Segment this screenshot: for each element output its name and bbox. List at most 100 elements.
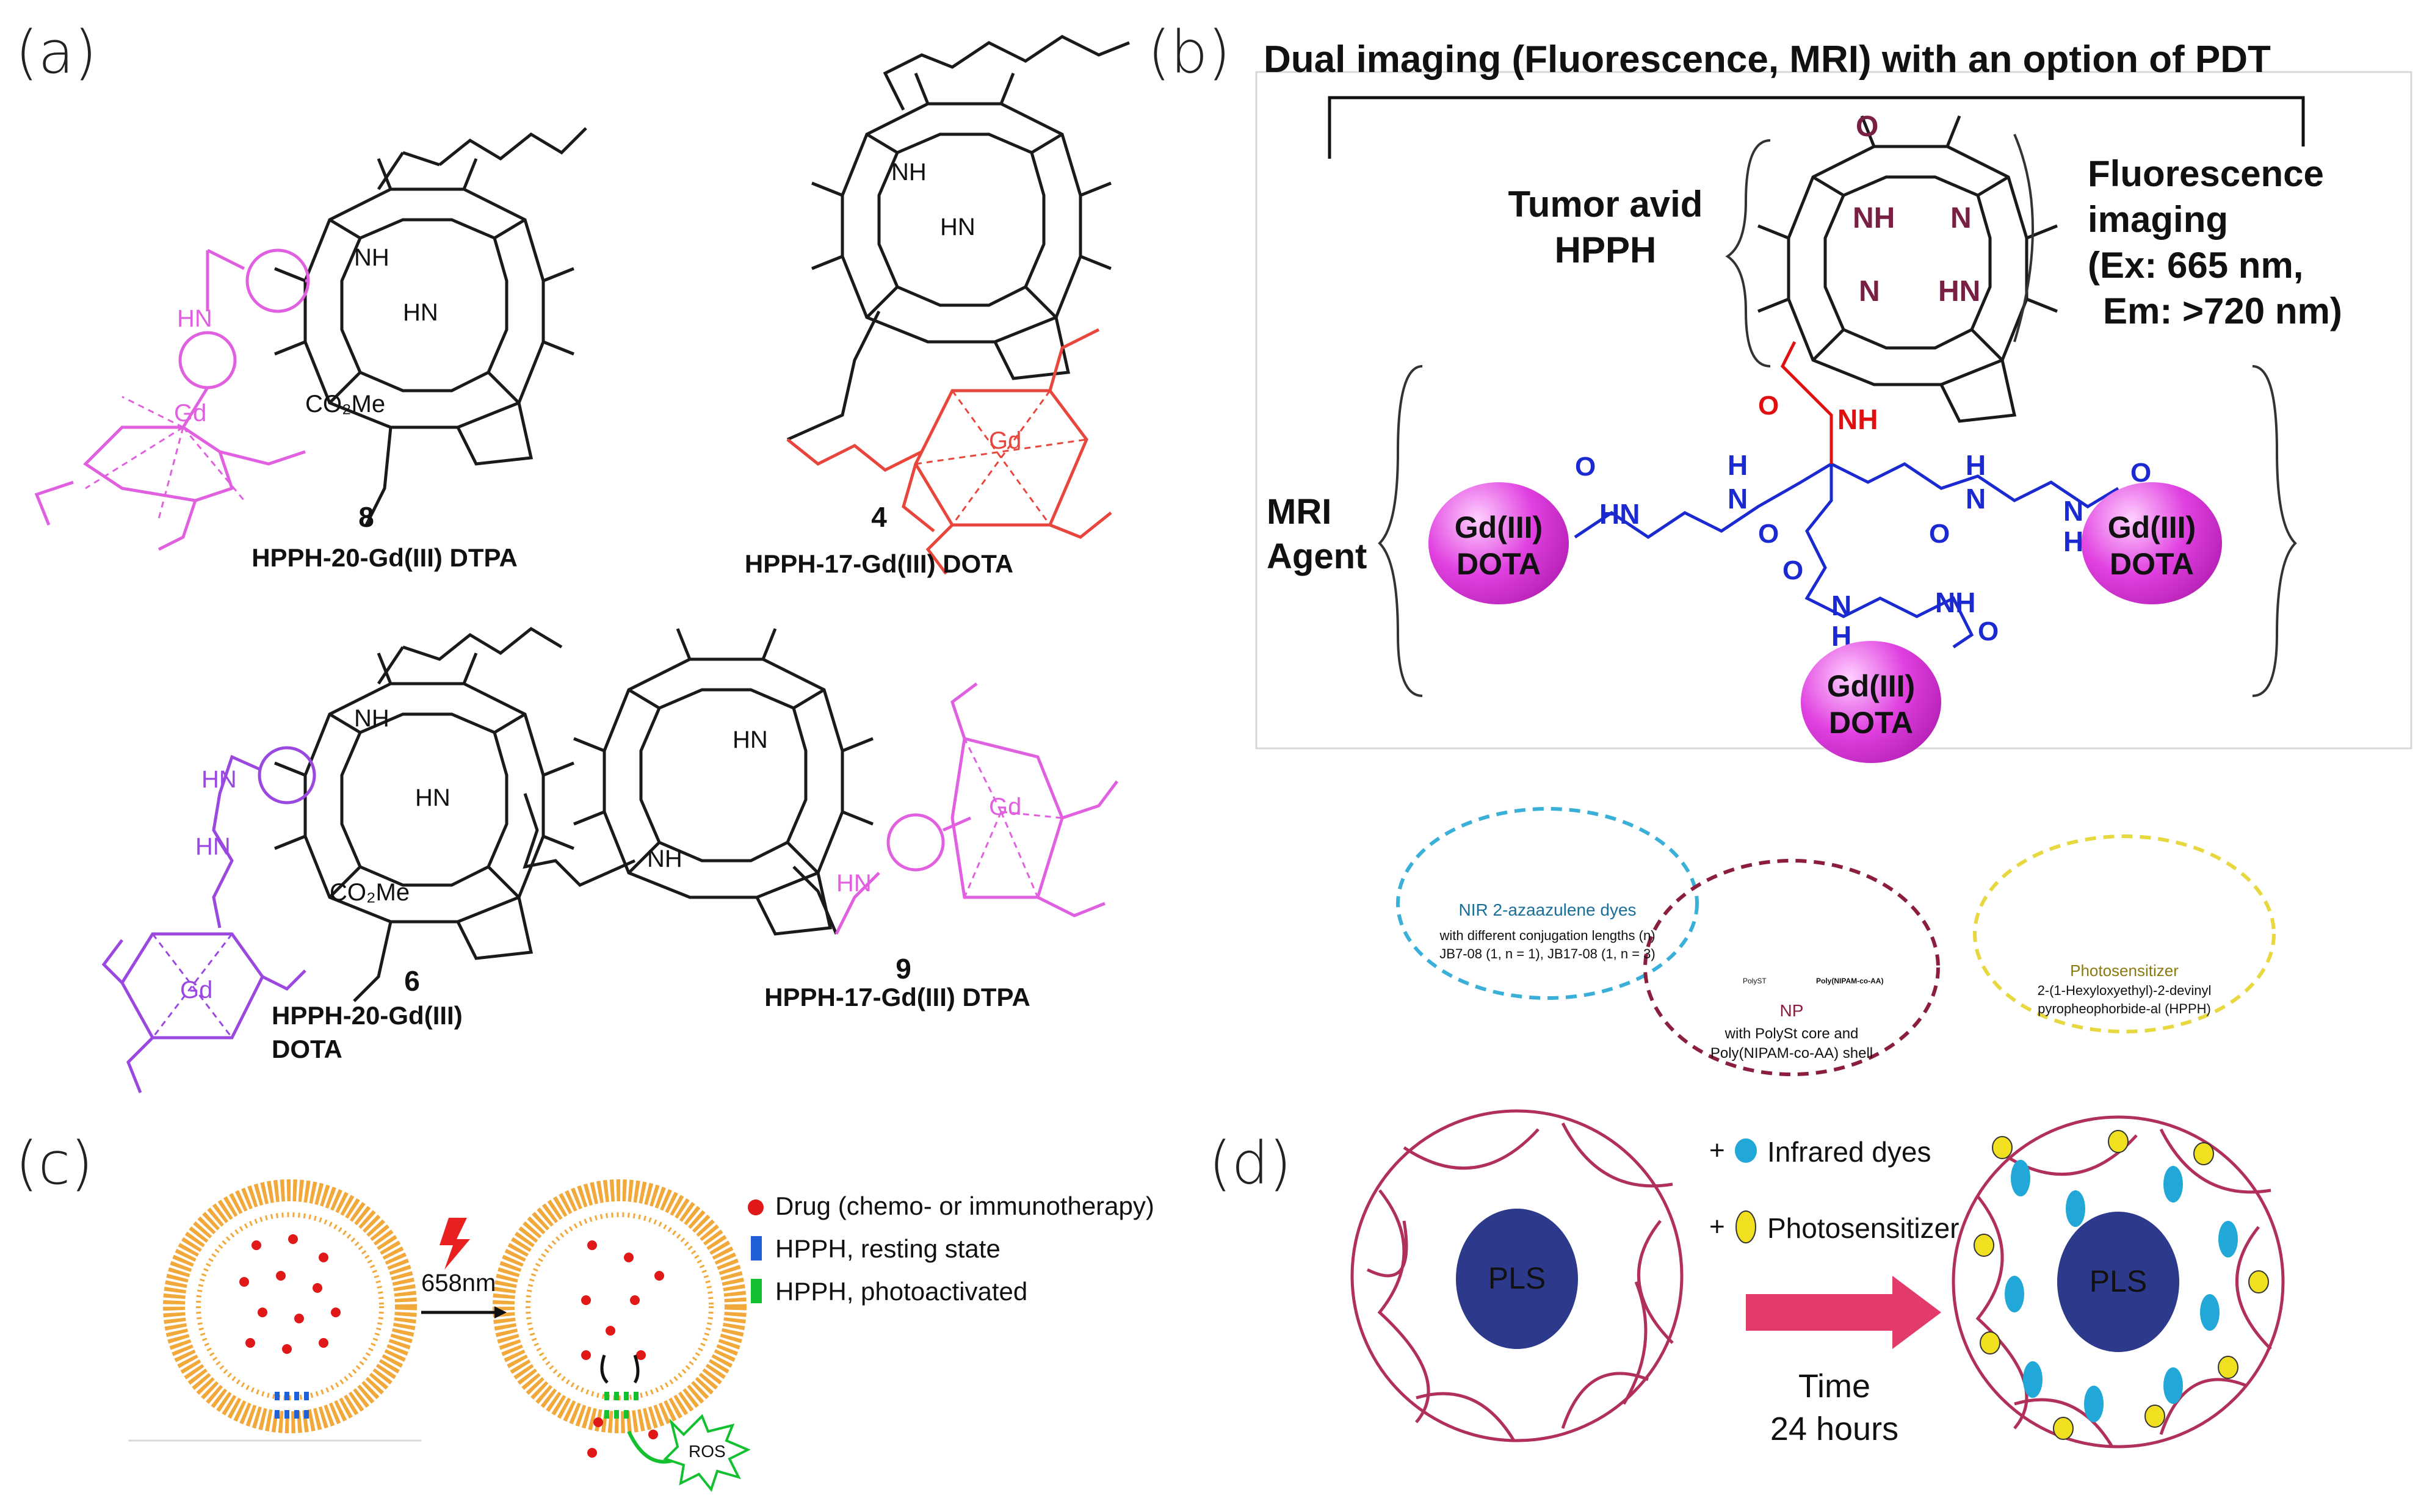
lightning-icon: [440, 1218, 470, 1270]
panel-a-letter: (a): [15, 18, 97, 87]
legend-activated-mark: [751, 1279, 762, 1303]
np-line-2: Poly(NIPAM-co-AA) shell: [1710, 1045, 1873, 1062]
compound-6-hn-2: HN: [195, 833, 231, 860]
light-arrow-head: [494, 1306, 507, 1318]
compound-4-structure: [786, 35, 1130, 575]
hpph-activated-marks: [604, 1392, 639, 1419]
compound-6-ester: CO₂Me: [330, 879, 410, 906]
linker-o-3: O: [1929, 519, 1950, 549]
plus-2: +: [1709, 1212, 1725, 1242]
mri-brace-right: [2252, 365, 2297, 697]
hpph-o: O: [1856, 110, 1879, 143]
liposome-before: [163, 1179, 417, 1433]
np-line-1: with PolySt core and: [1724, 1025, 1859, 1042]
dyes-line-1: with different conjugation lengths (n): [1439, 928, 1656, 943]
compound-9-number: 9: [896, 953, 911, 985]
gd-label-right: Gd(III): [2107, 510, 2196, 544]
dye-legend-icon: [1735, 1138, 1757, 1163]
linker-o-5: O: [1782, 555, 1804, 585]
core-label-before: PLS: [1488, 1261, 1546, 1295]
liposome-after: [493, 1179, 747, 1433]
compound-6-ring-hn: HN: [415, 784, 451, 811]
compound-8-gd: Gd: [174, 400, 207, 427]
compound-4-number: 4: [871, 501, 887, 533]
drug-dots-after: [581, 1240, 664, 1458]
compound-4-ring-hn: HN: [940, 214, 975, 241]
panel-b-letter: (b): [1148, 18, 1231, 87]
hpph-resting-marks: [275, 1392, 309, 1419]
np-title: NP: [1779, 1001, 1804, 1020]
gd-label-left: Gd(III): [1454, 510, 1543, 544]
plus-1: +: [1709, 1135, 1725, 1165]
dota-label-right: DOTA: [2110, 547, 2194, 581]
ps-title: Photosensitizer: [2070, 961, 2179, 980]
compound-8-structure: [34, 127, 587, 551]
hpph-brace-left: [1725, 139, 1771, 367]
linker-hn-left: HN: [1599, 498, 1640, 530]
linker-h-right2: H: [2063, 526, 2084, 557]
ps-line-1: 2-(1-Hexyloxyethyl)-2-devinyl: [2037, 983, 2212, 998]
amide-nh: NH: [1837, 403, 1878, 435]
release-arrow-2: [633, 1355, 640, 1384]
dyes-title: NIR 2-azaazulene dyes: [1458, 900, 1637, 919]
linker-nh-bottom: NH: [1935, 587, 1976, 618]
np-sub-2: Poly(NIPAM-co-AA): [1816, 977, 1884, 985]
compound-9-ring-nh: NH: [647, 845, 682, 872]
core-label-after: PLS: [2089, 1264, 2148, 1298]
mri-label-2: Agent: [1267, 537, 1367, 576]
mri-brace-left: [1378, 365, 1423, 697]
compound-8-ring-hn: HN: [403, 299, 438, 326]
gd-sphere-left: Gd(III) DOTA: [1428, 482, 1569, 604]
compound-4-gd: Gd: [989, 427, 1022, 454]
ps-legend-icon: [1735, 1210, 1756, 1243]
compound-9-structure: [523, 629, 1118, 934]
compound-6-name-2: DOTA: [272, 1035, 342, 1063]
time-label: Time: [1798, 1368, 1870, 1405]
hpph-n: N: [1950, 202, 1972, 234]
linker-o-2: O: [1758, 519, 1779, 549]
legend-drug-dot: [748, 1199, 764, 1215]
time-arrow: [1746, 1276, 1941, 1349]
linker-n-left: N: [1728, 483, 1748, 515]
wavelength-label: 658nm: [421, 1270, 496, 1297]
hpph-n2: N: [1859, 275, 1880, 308]
fluor-label-3: (Ex: 665 nm,: [2088, 245, 2304, 286]
mri-label-1: MRI: [1267, 492, 1332, 532]
linker-n-right: N: [1966, 483, 1986, 515]
dota-label-bottom: DOTA: [1829, 706, 1913, 740]
compound-4-name: HPPH-17-Gd(III) DOTA: [744, 549, 1014, 578]
duration-label: 24 hours: [1770, 1411, 1899, 1447]
legend-resting-label: HPPH, resting state: [775, 1234, 1001, 1263]
gd-label-bottom: Gd(III): [1826, 669, 1916, 703]
linker-o-1: O: [1575, 452, 1596, 482]
title-bracket: [1328, 96, 2305, 159]
compound-4-ring-nh: NH: [891, 159, 927, 186]
drug-dots-before: [239, 1234, 341, 1354]
panel-b-title: Dual imaging (Fluorescence, MRI) with an…: [1264, 38, 2271, 81]
tumor-label-1: Tumor avid: [1508, 184, 1703, 225]
fluor-label-4: Em: >720 nm): [2103, 291, 2342, 331]
panel-d-letter: (d): [1209, 1129, 1292, 1198]
hpph-hn: HN: [1938, 275, 1981, 308]
hpph-brace-right: [2013, 134, 2034, 342]
compound-6-ring-nh: NH: [354, 705, 389, 732]
compound-8-name: HPPH-20-Gd(III) DTPA: [252, 543, 518, 572]
compound-6-gd: Gd: [180, 977, 213, 1004]
ros-label: ROS: [689, 1442, 726, 1461]
compound-9-name: HPPH-17-Gd(III) DTPA: [764, 983, 1030, 1011]
compound-6-name-1: HPPH-20-Gd(III): [272, 1001, 463, 1030]
dota-label-left: DOTA: [1457, 547, 1541, 581]
release-arrow-1: [600, 1355, 609, 1384]
gd-sphere-bottom: Gd(III) DOTA: [1801, 641, 1941, 763]
compound-8-nh: HN: [177, 305, 212, 332]
dyes-line-2: JB7-08 (1, n = 1), JB17-08 (1, n = 3): [1439, 946, 1656, 961]
amide-o: O: [1758, 391, 1779, 421]
compound-8-ester: CO₂Me: [305, 391, 386, 418]
linker-h-right: H: [1966, 449, 1986, 481]
linker-h-left: H: [1728, 449, 1748, 481]
compound-9-gd: Gd: [989, 794, 1022, 820]
infrared-label: Infrared dyes: [1767, 1136, 1931, 1168]
compound-6-number: 6: [404, 965, 420, 997]
compound-9-ring-hn: HN: [733, 726, 768, 753]
